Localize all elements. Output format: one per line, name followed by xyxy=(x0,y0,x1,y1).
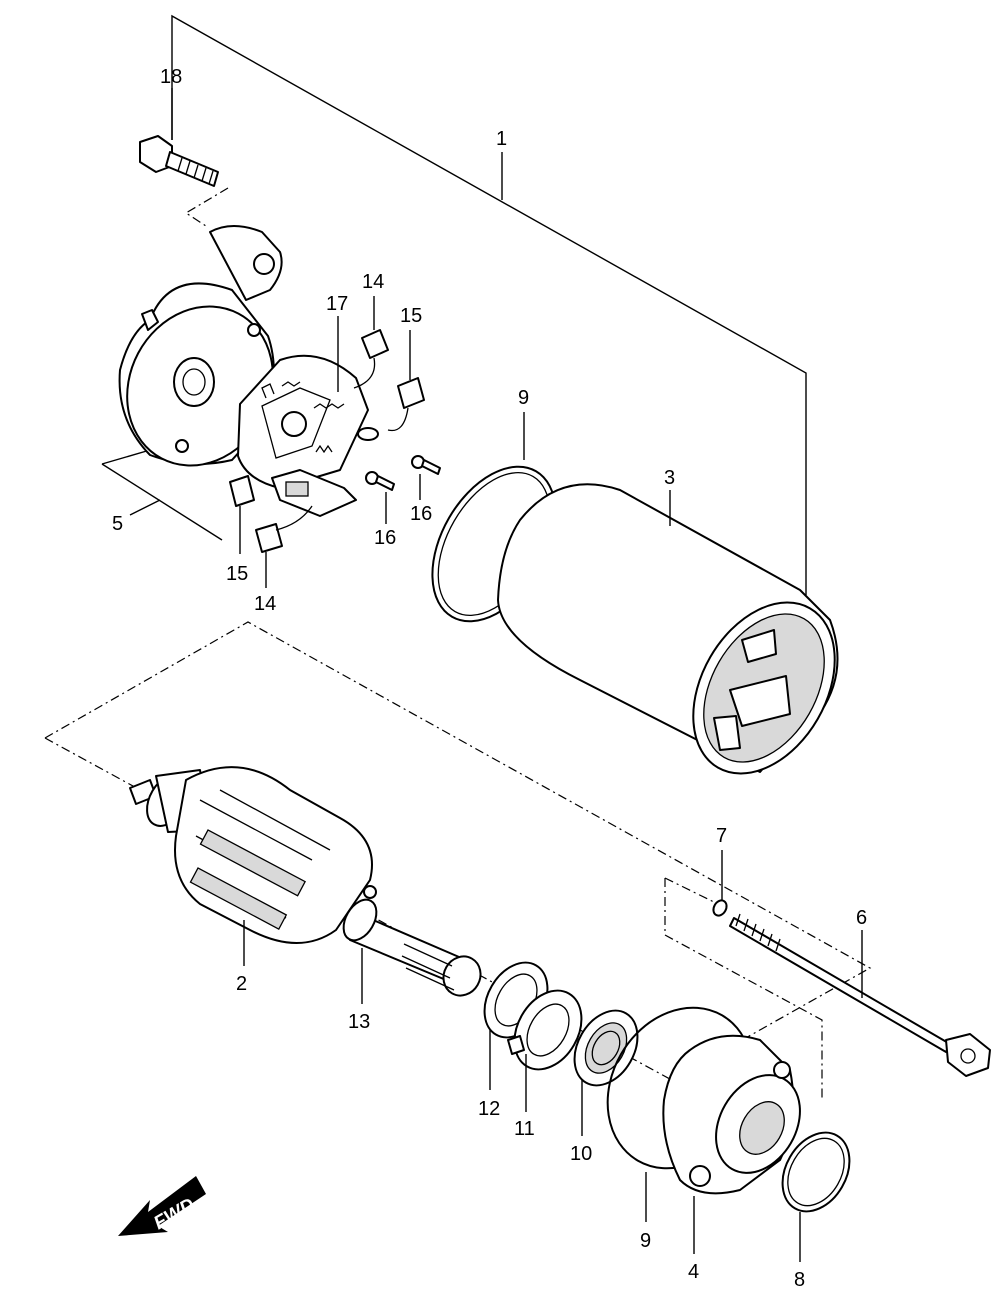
callout-9: 9 xyxy=(640,1230,651,1252)
part-14-brush-lower xyxy=(255,505,313,553)
callout-15: 15 xyxy=(400,305,422,327)
part-10-oil-seal xyxy=(573,1009,639,1087)
part-2-armature xyxy=(129,766,482,997)
part-15-brush-lower xyxy=(229,475,255,507)
callout-1: 1 xyxy=(496,128,507,150)
callout-5: 5 xyxy=(112,513,123,535)
callout-13: 13 xyxy=(348,1011,370,1033)
callout-16: 16 xyxy=(374,527,396,549)
callout-labels: 18 1 14 17 15 9 3 16 16 5 15 14 7 6 2 13… xyxy=(112,66,867,1291)
callout-7: 7 xyxy=(716,825,727,847)
leader-lines xyxy=(171,88,863,1262)
callout-10: 10 xyxy=(570,1143,592,1165)
part-6-through-bolt xyxy=(729,913,991,1077)
callout-9: 9 xyxy=(518,387,529,409)
part-18-bolt xyxy=(139,135,219,187)
callout-12: 12 xyxy=(478,1098,500,1120)
callout-8: 8 xyxy=(794,1269,805,1291)
callout-14: 14 xyxy=(362,271,384,293)
callout-3: 3 xyxy=(664,467,675,489)
part-3-yoke xyxy=(497,483,839,775)
callout-14: 14 xyxy=(254,593,276,615)
callout-15: 15 xyxy=(226,563,248,585)
part-8-o-ring xyxy=(781,1131,851,1213)
part-17-brush-holder xyxy=(237,354,369,517)
callout-16: 16 xyxy=(410,503,432,525)
part-16-screw-lower xyxy=(365,471,395,491)
fwd-direction-marker: FWD xyxy=(118,1176,206,1236)
part-11-lock-washer xyxy=(507,989,583,1071)
arrow-icon xyxy=(118,1176,206,1236)
callout-6: 6 xyxy=(856,907,867,929)
callout-2: 2 xyxy=(236,973,247,995)
part-16-screw-upper xyxy=(411,455,441,475)
part-4-front-bracket xyxy=(662,1034,801,1195)
part-7-washer xyxy=(712,899,728,917)
part-14-brush-upper xyxy=(353,329,389,389)
callout-11: 11 xyxy=(514,1118,535,1140)
part-15-brush-upper xyxy=(357,377,425,441)
assembly-bracket-lines xyxy=(44,14,872,1100)
callout-18: 18 xyxy=(160,66,182,88)
callout-4: 4 xyxy=(688,1261,699,1283)
callout-17: 17 xyxy=(326,293,348,315)
